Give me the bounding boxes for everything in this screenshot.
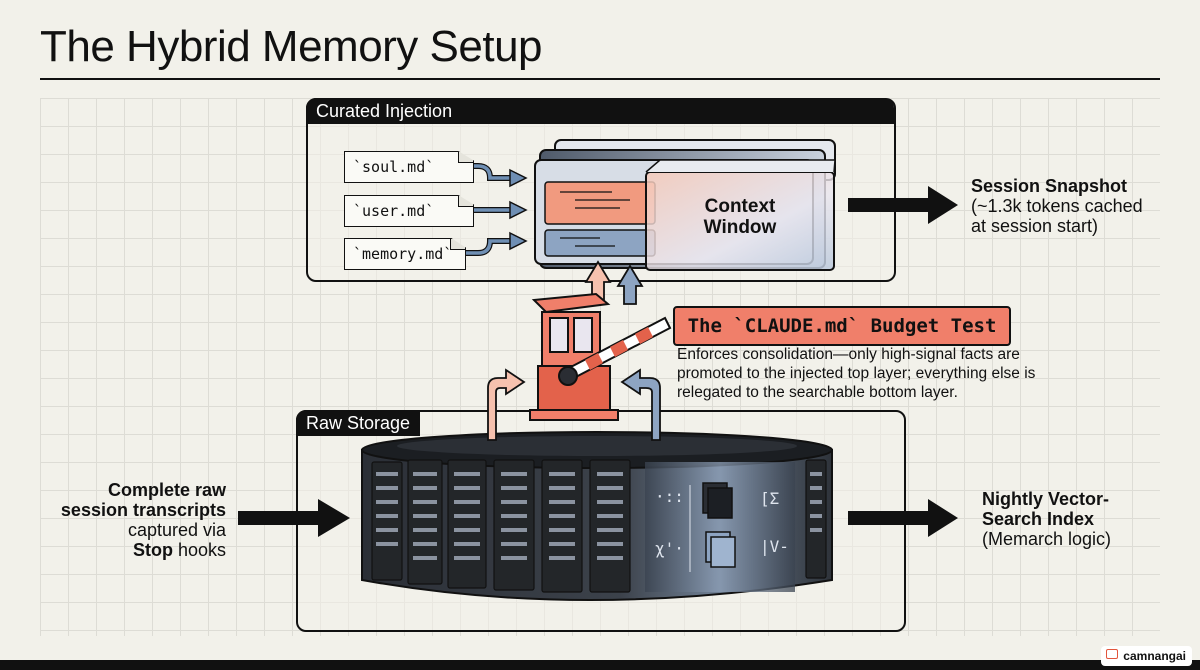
arrow-up-icon bbox=[584, 260, 644, 305]
arrow-right-icon bbox=[509, 200, 528, 220]
raw-transcripts-text: Complete raw session transcripts capture… bbox=[60, 480, 226, 560]
raw-storage-header: Raw Storage bbox=[296, 410, 421, 436]
curated-injection-header: Curated Injection bbox=[306, 98, 894, 124]
budget-test-label: The `CLAUDE.md` Budget Test bbox=[673, 306, 1011, 346]
context-window-device bbox=[534, 139, 836, 271]
svg-text:|V-: |V- bbox=[760, 537, 789, 556]
svg-text:[Σ: [Σ bbox=[760, 489, 779, 508]
brand-logo-icon bbox=[1106, 649, 1119, 659]
context-window-label: Context Window bbox=[703, 196, 777, 238]
budget-test-description: Enforces consolidation—only high-signal … bbox=[677, 346, 1036, 401]
arrow-up-icon bbox=[487, 368, 526, 441]
file-user-md: `user.md` bbox=[344, 195, 474, 227]
svg-text:χ'·: χ'· bbox=[655, 539, 684, 558]
document-stack-icon bbox=[702, 482, 736, 568]
arrow-up-icon bbox=[620, 368, 661, 441]
storage-drum: ·:: χ'· [Σ |V- bbox=[361, 431, 833, 601]
arrow-right-icon bbox=[509, 168, 528, 188]
footer-bar bbox=[0, 660, 1200, 670]
title-divider bbox=[40, 78, 1160, 80]
svg-text:·::: ·:: bbox=[655, 487, 684, 506]
file-memory-md: `memory.md` bbox=[344, 238, 466, 270]
page-title: The Hybrid Memory Setup bbox=[40, 22, 543, 71]
brand-badge: camnangai bbox=[1101, 646, 1192, 666]
vector-index-text: Nightly Vector- Search Index (Memarch lo… bbox=[982, 489, 1112, 549]
arrow-right-icon bbox=[238, 186, 958, 537]
gate-booth-icon bbox=[529, 292, 672, 421]
session-snapshot-text: Session Snapshot (~1.3k tokens cached at… bbox=[971, 176, 1143, 236]
file-soul-md: `soul.md` bbox=[344, 151, 474, 183]
arrow-right-icon bbox=[509, 231, 528, 251]
